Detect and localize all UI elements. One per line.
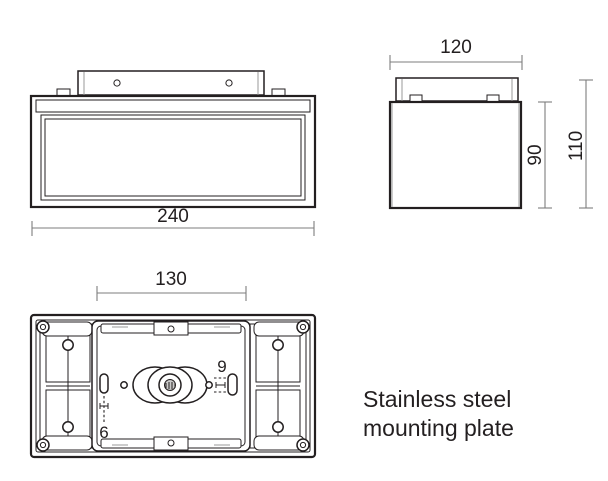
plan-view-corner-screws [36,320,310,452]
dimension-130: 130 [96,269,247,301]
plan-view-small-hole-left [120,381,128,389]
plan-view-right-rib-block [249,321,307,451]
front-view-housing [29,94,317,209]
plan-view-left-rib-block [39,321,97,451]
dimension-240-label: 240 [157,206,189,227]
material-note-line-1: Stainless steel [363,386,511,412]
front-view-top-bracket [77,70,265,96]
callout-9-group: 9 [205,357,238,396]
side-view: 120 [388,37,593,210]
front-view: 240 [29,70,317,236]
plan-view-cable-entry-hub [132,366,208,404]
dimension-110: 110 [566,79,593,209]
material-note: Stainless steel mounting plate [363,386,514,441]
dimension-120: 120 [389,37,523,70]
side-view-housing [388,100,523,210]
plan-view: 130 [29,269,317,459]
callout-6-group: 6 [99,373,109,442]
dimension-120-label: 120 [440,37,472,58]
dimension-90-label: 90 [525,144,546,165]
material-note-line-2: mounting plate [363,415,514,441]
dimension-110-label: 110 [566,131,587,161]
callout-6-label: 6 [99,423,108,442]
dimension-90: 90 [525,101,552,209]
dimension-130-label: 130 [155,269,187,290]
dimension-240: 240 [31,206,315,236]
callout-9-label: 9 [217,357,226,376]
